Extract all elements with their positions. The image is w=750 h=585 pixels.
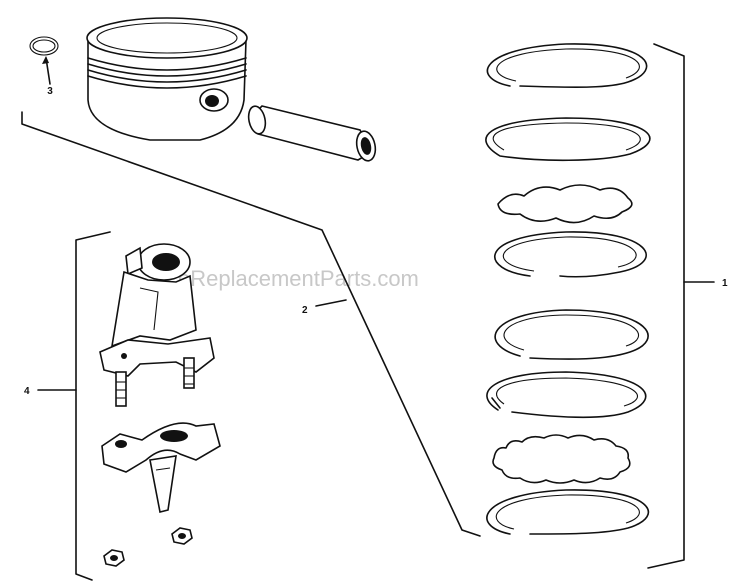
piston-pin: [247, 105, 377, 162]
callout-4: 4: [24, 386, 30, 397]
callout-4-bracket: [75, 231, 111, 581]
retaining-ring: [29, 36, 59, 85]
rod-cap: [101, 422, 221, 513]
callout-1: 1: [722, 278, 728, 289]
rod-nut-left: [103, 549, 125, 567]
connecting-rod: [99, 243, 215, 407]
callout-2: 2: [302, 305, 308, 316]
rod-nut-right: [171, 527, 193, 545]
callout-2-leader: [315, 299, 347, 307]
callout-3: 3: [47, 86, 53, 97]
piston: [86, 17, 248, 141]
piston-ring-set: [485, 43, 651, 535]
watermark-text: eReplacementParts.com: [178, 266, 419, 291]
callout-2-bracket: [21, 111, 481, 537]
callout-1-bracket: [647, 43, 685, 569]
